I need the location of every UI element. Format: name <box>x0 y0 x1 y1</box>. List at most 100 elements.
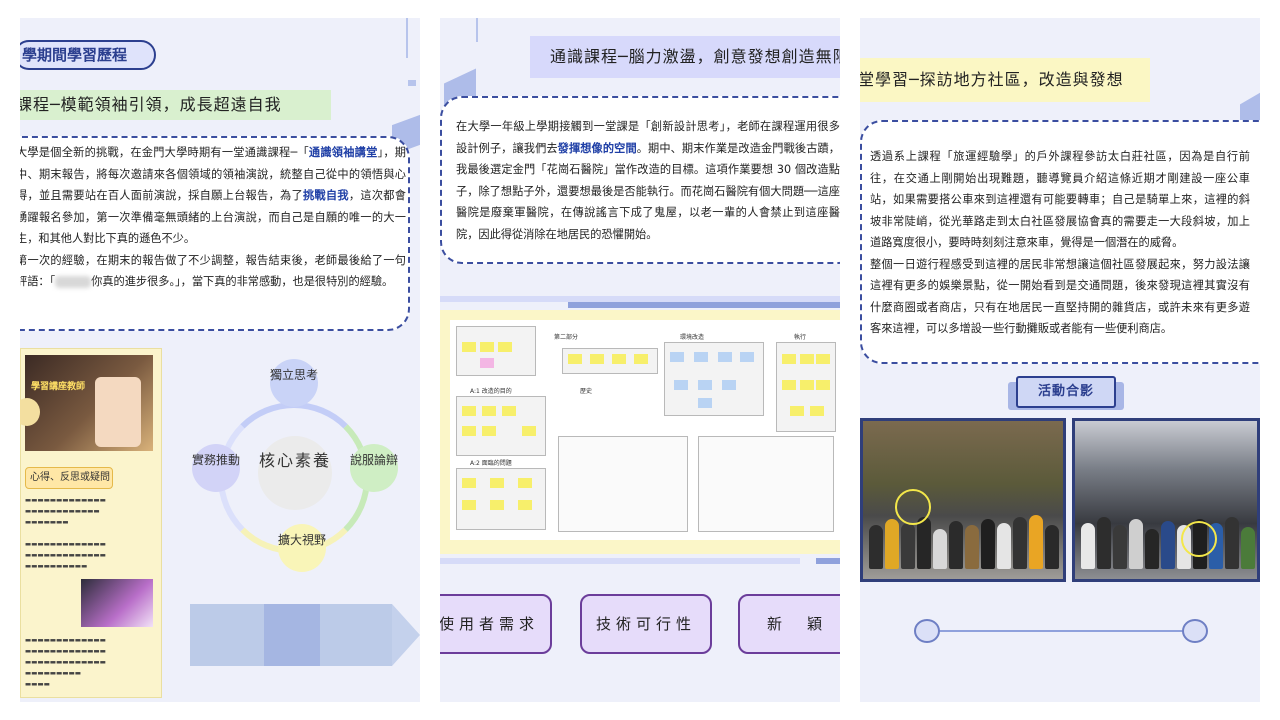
sticky-note <box>480 342 494 352</box>
portfolio-page-2: 通識課程─腦力激盪，創意發想創造無限 在大學一年級上學期接觸到一堂課是「創新設計… <box>440 18 840 702</box>
sticky-note <box>718 352 732 362</box>
sticky-note <box>518 478 532 488</box>
text-segment: 」，期中、期末報告，將每次邀請來各個領域的領袖演說，統整自己從中的領悟與心得，並… <box>20 146 406 202</box>
decor-line <box>406 18 408 58</box>
person <box>1081 523 1095 569</box>
node-broaden-horizons: 擴大視野 <box>278 524 326 572</box>
person <box>933 529 947 569</box>
decor-square <box>408 80 416 86</box>
board-notes <box>558 436 688 532</box>
board-notes <box>698 436 834 532</box>
person <box>1029 515 1043 569</box>
lecture-photo-2 <box>81 579 153 627</box>
sticky-note <box>482 426 496 436</box>
sticky-note <box>800 380 814 390</box>
text-paragraph: 透過系上課程「旅運經驗學」的戶外課程參訪太白莊社區，因為是自行前往，在交通上剛開… <box>870 150 1250 249</box>
arrow-segment <box>264 604 320 666</box>
divider-bar-accent <box>568 302 840 308</box>
person <box>869 525 883 569</box>
board-canvas: 第二部分 環境改造 執行 歷史 A:1 改造的目的 A:2 面臨的問題 <box>450 320 840 540</box>
criterion-novelty: 新 穎 <box>738 594 840 654</box>
content-card <box>860 120 1260 364</box>
divider-bar <box>440 558 800 564</box>
highlight-challenge: 挑戰自我 <box>302 189 349 202</box>
sticky-note <box>482 406 496 416</box>
sticky-note <box>498 342 512 352</box>
sticky-note <box>462 500 476 510</box>
text-segment: 在大學一年級上學期接觸到一堂課是「創新設計思考」，老師在課程運用很多設計例子，讓… <box>456 120 840 155</box>
person <box>965 525 979 569</box>
lecture-photo: 學習講座教師 <box>25 355 153 451</box>
sticky-note <box>462 342 476 352</box>
person <box>1129 519 1143 569</box>
person <box>901 523 915 569</box>
section-title-pill: 學期間學習歷程 <box>20 40 156 70</box>
board-label: A:1 改造的目的 <box>470 388 512 395</box>
sticky-note <box>722 380 736 390</box>
sticky-note <box>502 406 516 416</box>
text-paragraph: 整個一日遊行程感受到這裡的居民非常想讓這個社區發展起來，努力設法讓這裡有更多的娛… <box>870 257 1250 336</box>
portfolio-page-1: 學期間學習歷程 課程─模範領袖引領，成長超遠自我 大學是個全新的挑戰，在金門大學… <box>20 18 420 702</box>
board-label: 執行 <box>794 334 807 341</box>
highlight-circle <box>895 489 931 525</box>
person <box>885 519 899 569</box>
person <box>1097 517 1111 569</box>
design-thinking-board: 第二部分 環境改造 執行 歷史 A:1 改造的目的 A:2 面臨的問題 <box>440 310 840 554</box>
text-segment: ，這次都會踴躍報名參加，第一次準備毫無頭緒的上台演說，而自己是自願的唯一的大一生… <box>20 189 406 245</box>
text-segment: 你真的進步很多。」，當下真的非常感動，也是很特別的經驗。 <box>91 275 394 288</box>
person <box>1045 525 1059 569</box>
person <box>1161 521 1175 569</box>
text-segment: 第一次的經驗，在期末的報告做了不少調整，報告結束後，老師最後給了一句評語：「 <box>20 253 406 289</box>
sticky-note <box>490 500 504 510</box>
person <box>997 523 1011 569</box>
board-label: 第二部分 <box>554 334 579 341</box>
criterion-user-needs: 使用者需求 <box>440 594 552 654</box>
node-independent-thinking: 獨立思考 <box>270 359 318 407</box>
sticky-note <box>462 406 476 416</box>
sticky-note <box>782 380 796 390</box>
reflection-heading: 心得、反思或疑問 <box>25 467 113 489</box>
criterion-technical-feasibility: 技術可行性 <box>580 594 712 654</box>
sticky-note <box>634 354 648 364</box>
group-photo-banner: 活動合影 <box>1016 376 1116 408</box>
person <box>981 519 995 569</box>
text-segment: 大學是個全新的挑戰，在金門大學時期有一堂通識課程─「 <box>20 146 309 159</box>
sticky-note <box>790 406 804 416</box>
board-label: A:2 面臨的問題 <box>470 460 512 467</box>
board-label: 歷史 <box>580 388 593 395</box>
person <box>1113 525 1127 569</box>
course-description: 大學是個全新的挑戰，在金門大學時期有一堂通識課程─「通識領袖講堂」，期中、期末報… <box>20 142 406 293</box>
board-label: 環境改造 <box>680 334 705 341</box>
sticky-note <box>816 380 830 390</box>
timeline-dot-end <box>1182 619 1208 643</box>
person <box>1225 517 1239 569</box>
person <box>949 521 963 569</box>
group-photo-outdoor <box>860 418 1066 582</box>
speaker-figure <box>95 377 141 447</box>
core-competency-center: 核心素養 <box>258 436 332 510</box>
sticky-note <box>694 352 708 362</box>
content-card <box>440 96 840 264</box>
sticky-note <box>816 354 830 364</box>
divider-bar <box>440 296 840 302</box>
sticky-note <box>480 358 494 368</box>
reflection-gallery: 學習講座教師 心得、反思或疑問 ▬▬▬▬▬▬▬▬▬▬▬▬▬▬▬▬▬▬▬▬▬▬▬▬… <box>20 348 162 698</box>
sticky-note <box>490 478 504 488</box>
course-title: 堂學習─探訪地方社區，改造與發想 <box>860 58 1150 102</box>
course-subtitle: 課程─模範領袖引領，成長超遠自我 <box>20 90 331 120</box>
decor-circle <box>20 398 40 426</box>
sticky-note <box>782 354 796 364</box>
course-description: 在大學一年級上學期接觸到一堂課是「創新設計思考」，老師在課程運用很多設計例子，讓… <box>456 116 840 245</box>
sticky-note <box>670 352 684 362</box>
timeline-track <box>938 630 1184 632</box>
crowd <box>863 509 1063 569</box>
sticky-note <box>462 478 476 488</box>
sticky-note <box>518 500 532 510</box>
highlight-course-name: 通識領袖講堂 <box>308 146 378 159</box>
node-practice: 實務推動 <box>192 444 240 492</box>
person <box>1241 527 1255 569</box>
timeline-dot-start <box>914 619 940 643</box>
person <box>1145 529 1159 569</box>
blurred-name <box>55 276 92 288</box>
crowd <box>1075 509 1257 569</box>
